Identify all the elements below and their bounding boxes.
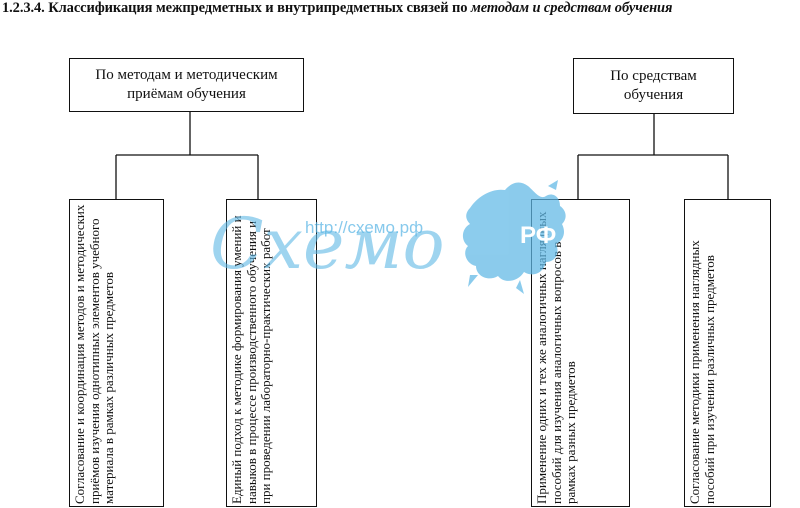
- title-prefix: 1.2.3.4. Классификация межпредметных и в…: [2, 0, 471, 16]
- left-child-text-1: Согласование и координация методов и мет…: [72, 204, 117, 504]
- right-child-text-1: Применение одних и тех же аналогичных на…: [534, 211, 579, 504]
- right-header-box: По средствам обучения: [573, 58, 734, 114]
- title-emphasis: методам и средствам обучения: [470, 0, 673, 16]
- right-child-box-1: Применение одних и тех же аналогичных на…: [531, 199, 630, 507]
- right-child-text-2: Согласование методики применения наглядн…: [687, 240, 717, 504]
- left-child-text-2: Единый подход к методике формирования ум…: [229, 215, 274, 504]
- right-header-text: По средствам обучения: [610, 68, 697, 103]
- left-child-box-2: Единый подход к методике формирования ум…: [226, 199, 317, 507]
- page-title: 1.2.3.4. Классификация межпредметных и в…: [2, 0, 800, 17]
- left-child-box-1: Согласование и координация методов и мет…: [69, 199, 164, 507]
- left-header-box: По методам и методическим приёмам обучен…: [69, 58, 304, 112]
- left-header-text: По методам и методическим приёмам обучен…: [95, 67, 278, 102]
- right-child-box-2: Согласование методики применения наглядн…: [684, 199, 771, 507]
